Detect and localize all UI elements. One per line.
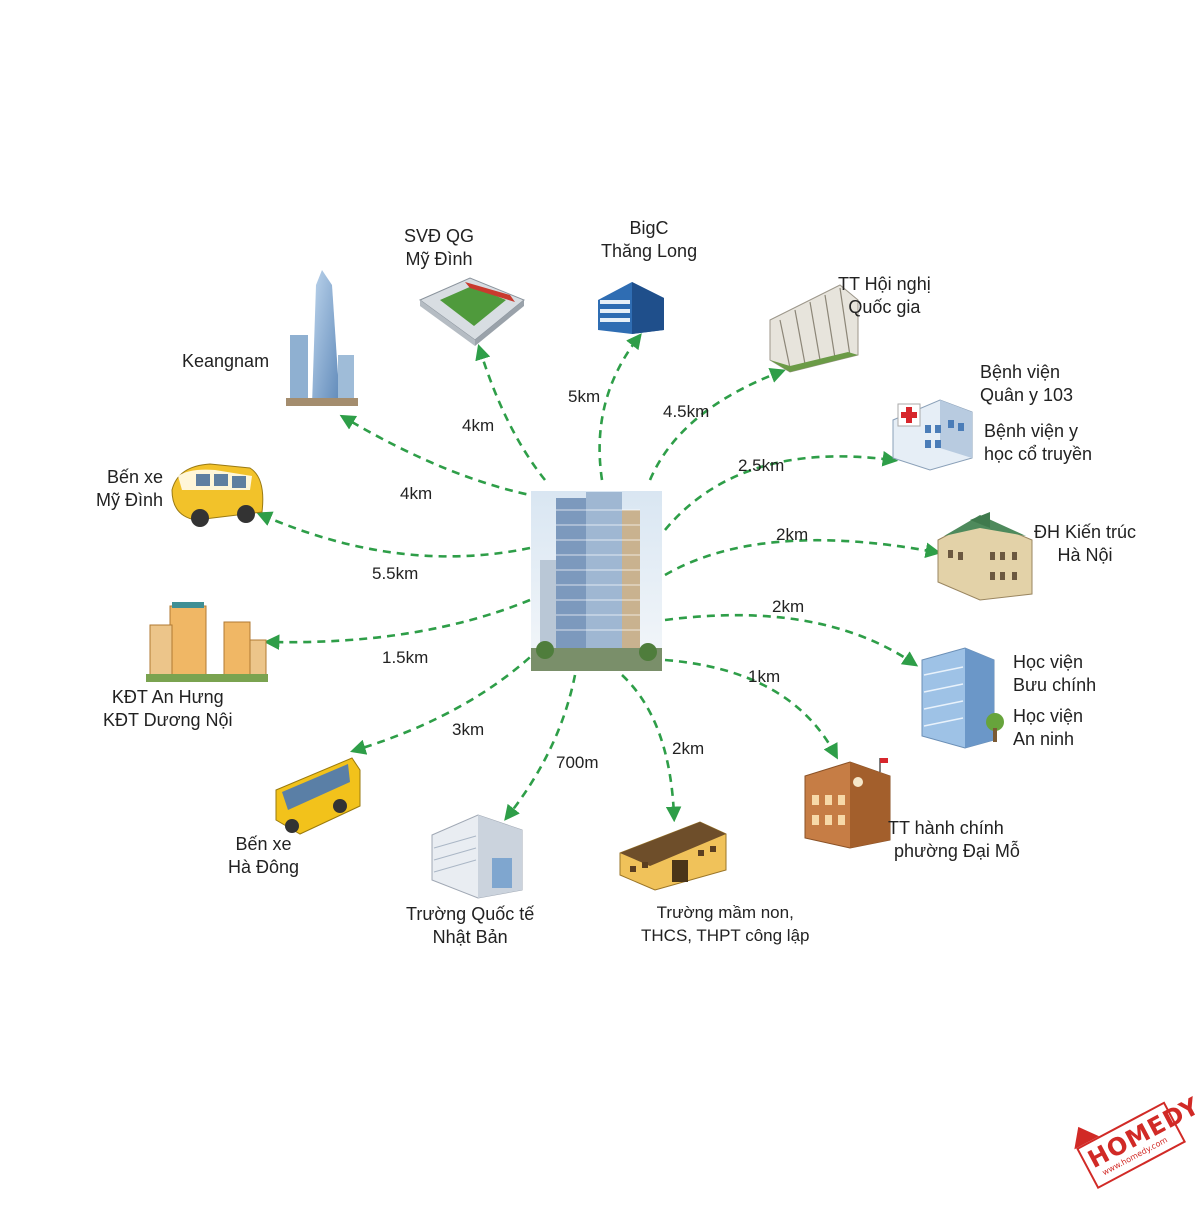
distance-svd: 4km (462, 416, 494, 436)
label-nhatban: Trường Quốc tế Nhật Bản (406, 903, 534, 949)
label-kientruc: ĐH Kiến trúc Hà Nội (1034, 521, 1136, 567)
arrow-anhung (270, 600, 530, 642)
distance-hanhchinh: 1km (748, 667, 780, 687)
arrow-hocvien (665, 615, 913, 663)
label-mamnon: Trường mầm non, THCS, THPT công lập (641, 901, 810, 947)
university-icon (938, 512, 1032, 600)
distance-hoinghi: 4.5km (663, 402, 709, 422)
distance-hadong: 3km (452, 720, 484, 740)
van-icon (172, 464, 263, 527)
label-hadong: Bến xe Hà Đông (228, 833, 299, 879)
government-building-icon (805, 758, 890, 848)
distance-nhatban: 700m (556, 753, 599, 773)
arrow-keangnam (345, 418, 540, 497)
distance-anhung: 1.5km (382, 648, 428, 668)
office-building-icon (598, 282, 664, 334)
stadium-icon (420, 278, 524, 346)
label-hocvien: Học viện Bưu chính (1013, 651, 1096, 697)
label-benhvien: Bệnh viện Quân y 103 (980, 361, 1073, 407)
label-anhung: KĐT An Hưng KĐT Dương Nội (103, 686, 233, 732)
label-benhvien-2: Bệnh viện y học cổ truyền (984, 420, 1092, 466)
distance-kientruc: 2km (776, 525, 808, 545)
arrow-svd (480, 350, 545, 480)
arrow-bigc (600, 338, 638, 480)
glass-building-icon (922, 648, 1004, 748)
label-mydinh: Bến xe Mỹ Đình (96, 466, 163, 512)
label-svd: SVĐ QG Mỹ Đình (404, 225, 474, 271)
arrow-kientruc (665, 540, 935, 575)
label-keangnam: Keangnam (182, 350, 269, 373)
distance-mamnon: 2km (672, 739, 704, 759)
label-hanhchinh: TT hành chính phường Đại Mỗ (888, 817, 1020, 863)
distance-keangnam: 4km (400, 484, 432, 504)
school-icon (620, 822, 726, 890)
distance-benhvien: 2.5km (738, 456, 784, 476)
label-hoinghi: TT Hội nghị Quốc gia (838, 273, 931, 319)
arrow-nhatban (508, 675, 575, 816)
label-bigc: BigC Thăng Long (601, 217, 697, 263)
apartment-complex-icon (146, 602, 268, 682)
hospital-icon (893, 400, 972, 470)
distance-bigc: 5km (568, 387, 600, 407)
label-hocvien-2: Học viện An ninh (1013, 705, 1083, 751)
distance-mydinh: 5.5km (372, 564, 418, 584)
central-tower-image (531, 491, 662, 671)
arrow-mydinh (262, 515, 530, 556)
arrow-mamnon (622, 675, 674, 816)
distance-hocvien: 2km (772, 597, 804, 617)
skyscraper-icon (286, 270, 358, 406)
international-school-icon (432, 815, 522, 898)
bus-icon (276, 758, 360, 834)
